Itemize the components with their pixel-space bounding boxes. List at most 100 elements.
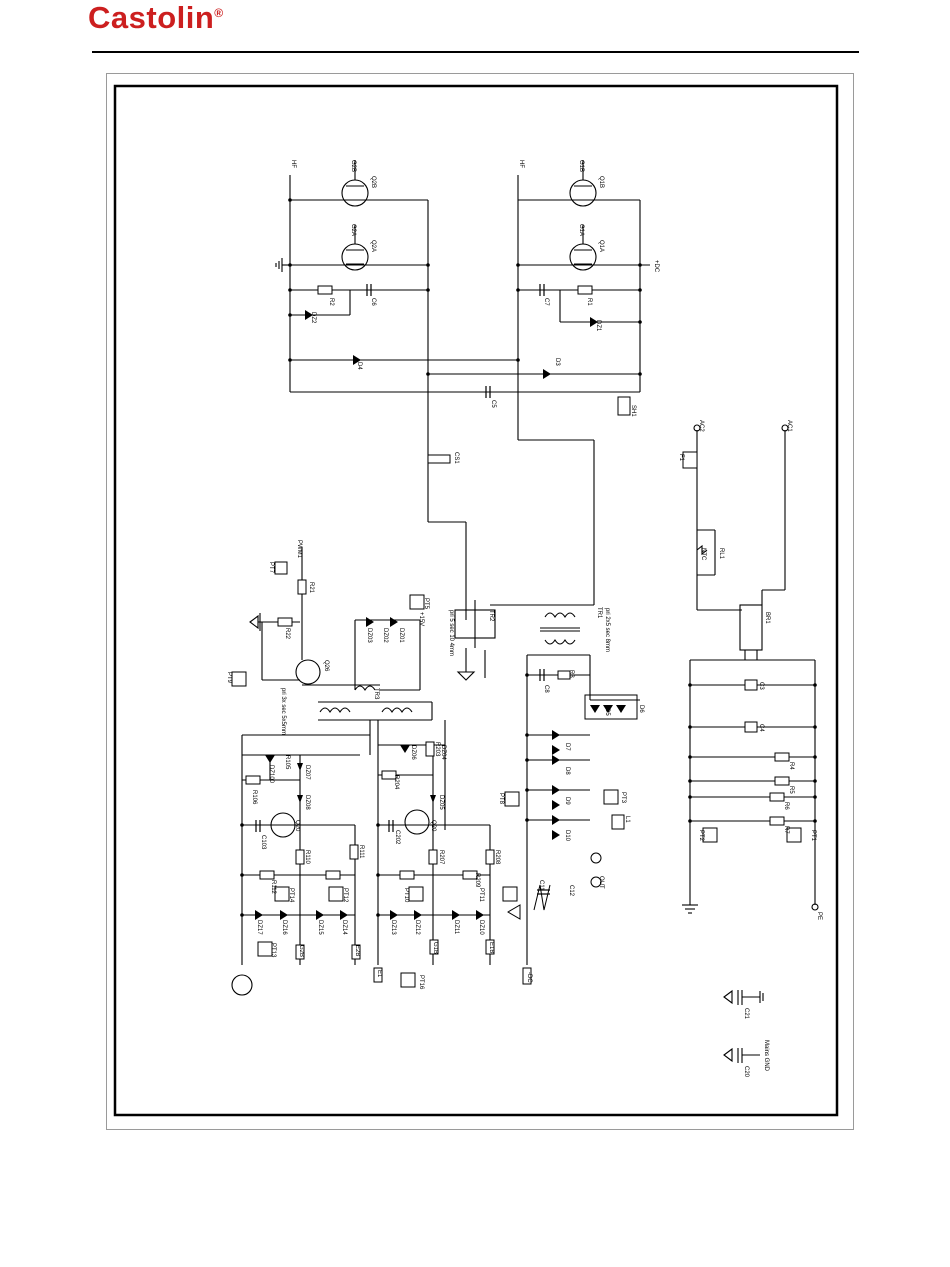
- label-pt11: PT11: [478, 888, 484, 903]
- label-g1b: G1B: [578, 160, 584, 172]
- label-c3: C3: [758, 682, 764, 690]
- label-r204: R204: [393, 775, 399, 790]
- label-r111: R111: [358, 845, 364, 859]
- label-tr1-note: pri 2x5 sec 8mm: [604, 608, 610, 652]
- label-dz14: DZ14: [341, 920, 347, 935]
- label-r208: R208: [494, 850, 500, 865]
- label-d4: D4: [356, 362, 362, 370]
- label-pt13: PT13: [270, 943, 276, 958]
- label-dz06: DZ06: [410, 745, 416, 760]
- label-dz02: DZ02: [382, 628, 388, 643]
- drawing-border: [113, 84, 839, 1117]
- label-ntc: NTC: [700, 548, 706, 561]
- label-g2b-out: G2B: [298, 945, 304, 957]
- label-d6: D6: [638, 705, 644, 713]
- label-r3: R3: [568, 670, 574, 678]
- label-c8: C8: [543, 685, 549, 693]
- label-dz07: DZ07: [304, 765, 310, 780]
- label-f1: F1: [678, 454, 684, 462]
- label-dz10: DZ10: [478, 920, 484, 935]
- label-ac2: AC2: [698, 420, 704, 432]
- label-q1b: Q1B: [598, 176, 604, 188]
- label-br1: BR1: [764, 612, 770, 624]
- label-pt1: PT1: [810, 830, 816, 842]
- label-r6: R6: [783, 802, 789, 810]
- label-15v: +15V: [418, 612, 424, 626]
- label-r112: R112: [270, 880, 276, 895]
- label-q26: Q26: [323, 660, 329, 672]
- label-rail-left: HF: [290, 160, 296, 168]
- label-dz05: DZ05: [438, 795, 444, 810]
- label-q2b: Q2B: [370, 176, 376, 188]
- label-sh1: SH1: [630, 405, 636, 417]
- label-dz15: DZ15: [317, 920, 323, 935]
- label-d10: D10: [564, 830, 570, 842]
- label-pt12: PT12: [342, 888, 348, 903]
- label-d9: D9: [564, 797, 570, 805]
- label-g1a: G1A: [578, 224, 584, 236]
- label-pt5: PT5: [423, 598, 429, 610]
- label-r105: R105: [284, 755, 290, 770]
- label-r209: R209: [474, 873, 480, 888]
- label-c5: C5: [490, 400, 496, 408]
- label-e1: E1: [376, 970, 382, 978]
- label-c202: C202: [394, 830, 400, 845]
- label-c20: C20: [743, 1066, 749, 1078]
- label-g2a: G2A: [350, 224, 356, 236]
- label-r22: R22: [284, 628, 290, 640]
- label-r106: R106: [251, 790, 257, 805]
- label-c6: C6: [370, 298, 376, 306]
- header-rule: [92, 51, 859, 53]
- label-r1: R1: [586, 298, 592, 306]
- label-cs1: CS1: [453, 452, 459, 464]
- label-c7: C7: [543, 298, 549, 306]
- label-tr2-note: pri 5 sec 10 4mm: [448, 610, 454, 656]
- label-pt10: PT10: [403, 888, 409, 903]
- registered-mark: ®: [214, 6, 224, 20]
- label-dz01: DZ01: [398, 628, 404, 643]
- label-pt3: PT3: [620, 792, 626, 804]
- label-q2a: Q2A: [370, 240, 376, 252]
- label-rl1: RL1: [718, 548, 724, 560]
- label-dz03: DZ03: [366, 628, 372, 643]
- label-r7: R7: [783, 826, 789, 834]
- label-dc-minus-out: -DC: [526, 972, 532, 983]
- label-pt14: PT14: [288, 888, 294, 903]
- label-e2b-out: E2B: [354, 945, 360, 956]
- label-ac1: AC1: [786, 420, 792, 432]
- label-dz16: DZ16: [281, 920, 287, 935]
- label-c12: C12: [568, 885, 574, 897]
- label-r5: R5: [788, 786, 794, 794]
- label-tr2: TR2: [488, 610, 494, 622]
- label-c11: C11: [538, 880, 544, 891]
- label-d8: D8: [564, 767, 570, 775]
- label-dz08: DZ08: [304, 795, 310, 810]
- label-r203: R203: [434, 742, 440, 757]
- label-dz17: DZ17: [256, 920, 262, 935]
- label-rail-right: HF: [518, 160, 524, 168]
- label-dz2: DZ2: [310, 312, 316, 324]
- label-pt8: PT8: [498, 793, 504, 805]
- label-dc-plus: +DC: [653, 260, 659, 273]
- page-frame: [106, 73, 854, 1130]
- brand-logo: Castolin®: [88, 0, 224, 36]
- label-e1b-out: E1B: [488, 942, 494, 953]
- label-out: OUT: [598, 876, 604, 889]
- label-r4: R4: [788, 762, 794, 770]
- label-dz11: DZ11: [453, 920, 459, 935]
- label-pwm1: PWM1: [296, 540, 302, 559]
- label-tr1: TR1: [596, 607, 602, 619]
- label-r207: R207: [438, 850, 444, 865]
- label-dz1: DZ1: [595, 320, 601, 332]
- label-pt9: PT9: [226, 672, 232, 684]
- label-dz100: DZ100: [268, 765, 274, 784]
- label-r2: R2: [328, 298, 334, 306]
- label-pt16: PT16: [418, 975, 424, 990]
- label-q20-left: Q20: [294, 820, 300, 832]
- label-q1a: Q1A: [598, 240, 604, 252]
- label-c21: C21: [743, 1008, 749, 1020]
- label-q20-right: Q20: [430, 820, 436, 832]
- label-r21: R21: [308, 582, 314, 594]
- brand-name: Castolin: [88, 0, 215, 35]
